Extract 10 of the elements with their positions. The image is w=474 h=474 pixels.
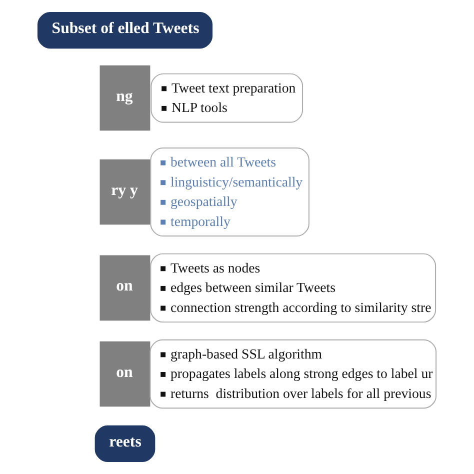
node-box: Tweets as nodes edges between similar Tweets connection strength according to similarity stre bbox=[150, 253, 436, 323]
node-box: reets bbox=[94, 425, 156, 462]
node-box: on bbox=[100, 341, 150, 407]
node-box: on bbox=[100, 255, 150, 321]
node-box: Tweet text preparation NLP tools bbox=[150, 73, 304, 123]
node-box: ng bbox=[100, 65, 150, 131]
node-box: graph-based SSL algorithm propagates labels along strong edges to label ur returns distribution over labels for all previous bbox=[150, 339, 437, 409]
node-box: between all Tweets linguisticy/semantically geospatially temporally bbox=[150, 148, 310, 236]
node-box: ry y bbox=[100, 159, 150, 225]
node-box: Subset of elled Tweets bbox=[37, 12, 213, 49]
